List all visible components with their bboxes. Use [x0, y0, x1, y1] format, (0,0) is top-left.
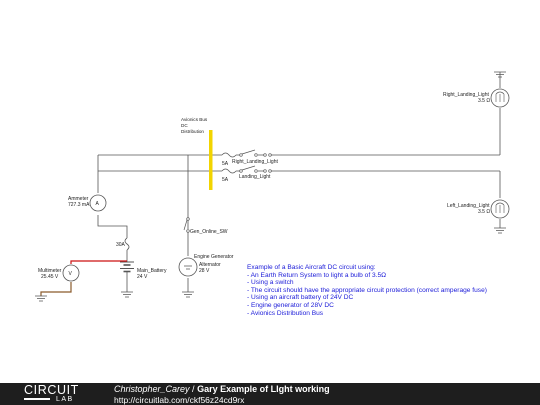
voltmeter-value: 25.45 V [41, 274, 59, 280]
fuse-mid [221, 168, 237, 174]
ground-battery [121, 291, 133, 298]
right-landing-lamp [490, 88, 510, 108]
footer-meta: Christopher_Carey / Gary Example of LIgh… [114, 384, 330, 394]
description-line: - The circuit should have the appropriat… [247, 286, 487, 294]
circuit-schematic: Avionics Bus DC Distribution 5A Right_La… [35, 71, 510, 302]
right-lamp-value: 3.5 Ω [478, 98, 490, 104]
voltmeter-symbol: V [69, 271, 73, 277]
ammeter-symbol: A [96, 201, 100, 207]
description-line: - Using a switch [247, 279, 294, 287]
switch-right-landing [239, 149, 272, 157]
ground-left-lamp [494, 227, 506, 234]
switch-mid-label: Landing_Light [239, 174, 271, 180]
voltmeter-name: Multimeter [38, 268, 62, 274]
battery-name: Main_Battery [137, 268, 167, 274]
fuse-main [124, 237, 130, 251]
author-link[interactable]: Christopher_Carey [114, 384, 190, 394]
ammeter-name: Ammeter [68, 196, 89, 202]
fuse-main-label: 30A [116, 242, 126, 248]
voltmeter: V [62, 264, 80, 282]
separator: / [189, 384, 198, 394]
logo-top-text: CIRCUIT [24, 383, 79, 397]
description-line: - Engine generator of 28V DC [247, 301, 334, 309]
ground-top-right [494, 71, 506, 78]
switch-landing [239, 165, 272, 173]
ground-lead-brown [40, 282, 72, 296]
fuse-top [221, 152, 237, 158]
description-line: - Using an aircraft battery of 24V DC [247, 294, 354, 302]
left-landing-lamp [490, 199, 510, 219]
battery-lead-red [70, 260, 127, 264]
generator-name: Alternator [199, 262, 221, 268]
gen-switch-label: Gen_Online_SW [190, 229, 228, 235]
ammeter-value: 727.3 mA [68, 202, 90, 208]
description-line: Example of a Basic Aircraft DC circuit u… [247, 264, 376, 271]
switch-gen-online [183, 217, 190, 233]
description-line: - Avionics Distribution Bus [247, 309, 324, 317]
bus-label-1: Avionics Bus [181, 117, 208, 122]
engine-generator [178, 257, 198, 277]
switch-top-label: Right_Landing_Light [232, 159, 278, 165]
description-line: - An Earth Return System to light a bulb… [247, 271, 387, 279]
generator-title: Engine Generator [194, 254, 234, 260]
footer-bar: CIRCUIT LAB Christopher_Carey / Gary Exa… [0, 383, 540, 405]
fuse-top-label: 5A [222, 161, 229, 167]
ground-voltmeter [35, 295, 47, 302]
ground-generator [182, 291, 194, 298]
generator-value: 28 V [199, 268, 210, 274]
logo-bottom-text: LAB [56, 396, 74, 403]
logo-bar [24, 398, 50, 400]
main-battery [120, 261, 134, 275]
bus-label-3: Distribution [181, 129, 204, 134]
left-lamp-name: Left_Landing_Light [447, 203, 490, 209]
fuse-mid-label: 5A [222, 177, 229, 183]
circuit-title: Gary Example of LIght working [197, 384, 330, 394]
bus-label-2: DC [181, 123, 188, 128]
ammeter: A [89, 194, 107, 212]
wires [70, 72, 501, 292]
circuit-description: Example of a Basic Aircraft DC circuit u… [247, 264, 487, 317]
circuit-url[interactable]: http://circuitlab.com/ckf56z24cd9rx [114, 395, 245, 405]
left-lamp-value: 3.5 Ω [478, 209, 490, 215]
avionics-bus-bar [209, 130, 213, 190]
circuitlab-logo[interactable]: CIRCUIT LAB [24, 383, 106, 405]
right-lamp-name: Right_Landing_Light [443, 92, 489, 98]
battery-value: 24 V [137, 274, 148, 280]
